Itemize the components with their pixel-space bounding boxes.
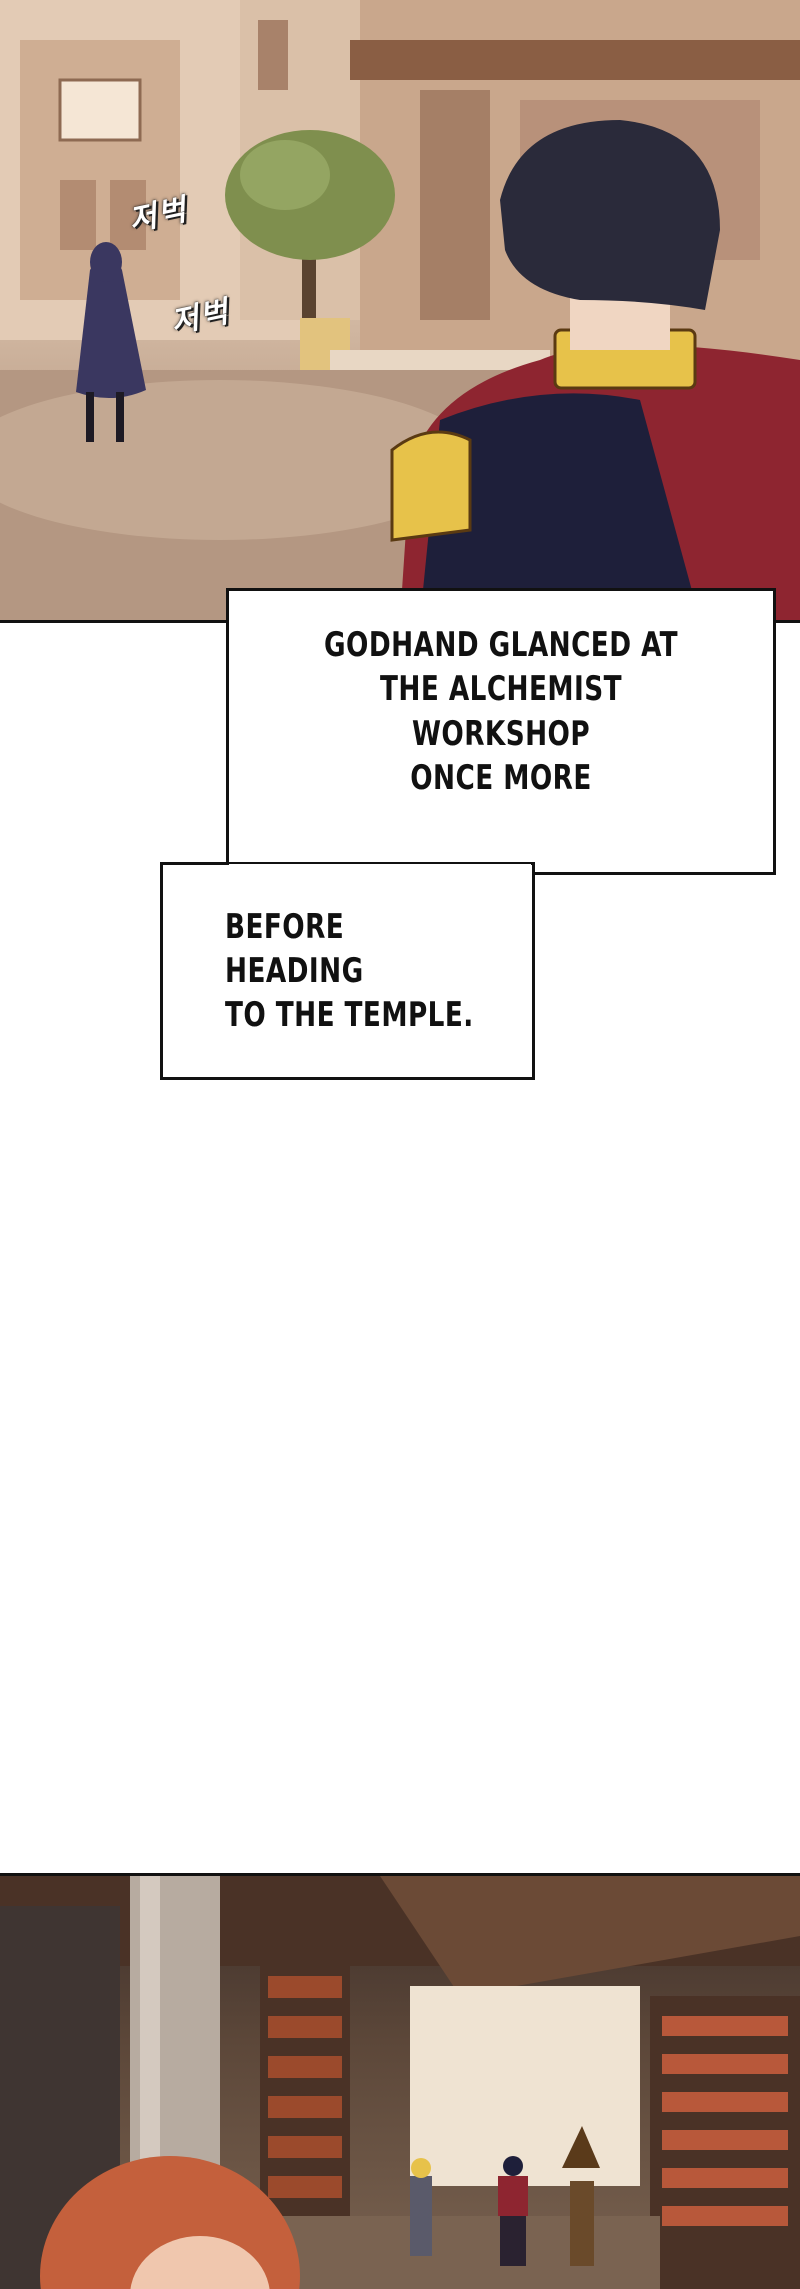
- street-scene-panel: 저벅 저벅: [0, 0, 800, 623]
- officer-figure: [390, 120, 800, 620]
- window-left: [60, 180, 96, 250]
- center-window: [258, 20, 288, 90]
- cloaked-figure: [76, 242, 146, 442]
- right-building-eave: [350, 40, 800, 80]
- balcony-window: [58, 78, 142, 142]
- right-building-pillar: [420, 90, 490, 320]
- epaulette: [390, 430, 472, 542]
- party-figures: [410, 2126, 600, 2266]
- narration-text-2: BEFORE HEADING TO THE TEMPLE.: [225, 906, 474, 1036]
- library-scene-illustration: [0, 1876, 800, 2289]
- narration-caption-1: GODHAND GLANCED AT THE ALCHEMIST WORKSHO…: [226, 588, 776, 875]
- caption-seam: [229, 864, 531, 878]
- narration-text-1: GODHAND GLANCED AT THE ALCHEMIST WORKSHO…: [324, 625, 678, 798]
- window-right: [110, 180, 146, 250]
- narration-caption-2: BEFORE HEADING TO THE TEMPLE.: [160, 862, 535, 1080]
- officer-hair: [500, 120, 720, 310]
- street-scene-illustration: [0, 0, 800, 620]
- foreground-character-face: [130, 2236, 270, 2289]
- bright-window: [410, 1986, 640, 2186]
- library-scene-panel: [0, 1873, 800, 2289]
